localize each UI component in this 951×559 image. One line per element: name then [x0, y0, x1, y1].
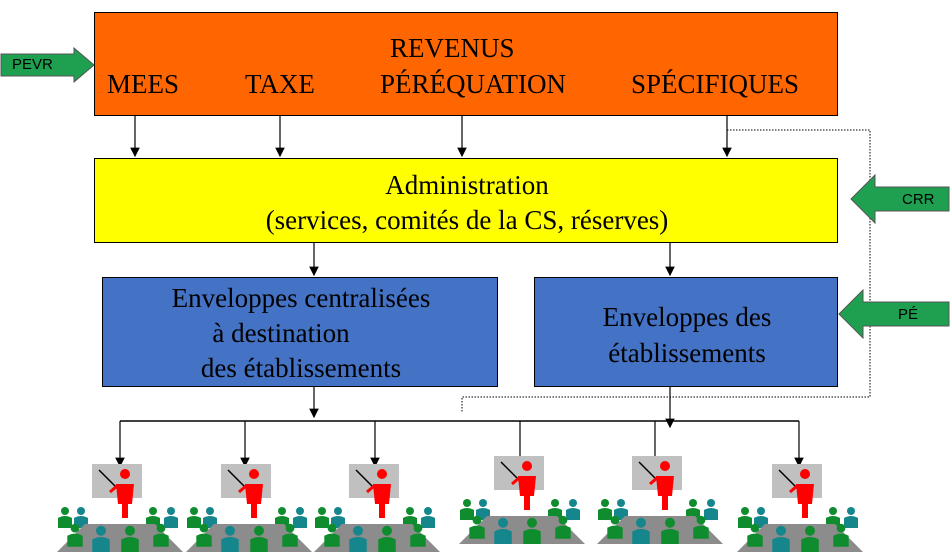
- pevr-arrow-shape: [0, 46, 95, 84]
- administration-box: Administration (services, comités de la …: [94, 158, 838, 243]
- revenus-item-taxe: TAXE: [245, 69, 315, 99]
- revenus-box: REVENUS MEES TAXE PÉRÉQUATION SPÉCIFIQUE…: [94, 12, 838, 116]
- pe-arrow-shape: [838, 288, 950, 340]
- classroom-icon: [184, 462, 314, 554]
- crr-arrow: CRR: [850, 173, 950, 225]
- enveloppes-centralisees-line1: Enveloppes centralisées: [171, 283, 431, 313]
- pevr-arrow: PEVR: [0, 46, 96, 84]
- crr-label: CRR: [902, 191, 935, 208]
- dotted-bypass-line: [461, 129, 871, 412]
- revenus-item-perequation: PÉRÉQUATION: [380, 69, 566, 99]
- administration-subtitle: (services, comités de la CS, réserves): [265, 205, 669, 235]
- pe-label: PÉ: [898, 306, 919, 323]
- enveloppes-etablissements-line1: Enveloppes des: [602, 302, 772, 332]
- classroom-icon: [312, 462, 442, 554]
- revenus-title: REVENUS: [390, 33, 515, 63]
- enveloppes-etablissements-box: Enveloppes des établissements: [534, 277, 838, 387]
- enveloppes-centralisees-line2: à destination: [212, 318, 350, 348]
- crr-arrow-shape: [850, 173, 950, 225]
- pe-arrow: PÉ: [838, 288, 950, 340]
- classroom-icon: [55, 462, 185, 554]
- classroom-icon: [595, 454, 725, 546]
- enveloppes-centralisees-line3: des établissements: [200, 353, 402, 383]
- enveloppes-etablissements-line2: établissements: [608, 338, 766, 368]
- classroom-icon: [735, 462, 865, 554]
- enveloppes-centralisees-box: Enveloppes centralisées à destination de…: [102, 277, 498, 387]
- classroom-icon: [457, 454, 587, 546]
- administration-title: Administration: [385, 170, 549, 200]
- pevr-label: PEVR: [12, 56, 53, 73]
- revenus-item-mees: MEES: [107, 69, 180, 99]
- revenus-item-specifiques: SPÉCIFIQUES: [631, 69, 800, 99]
